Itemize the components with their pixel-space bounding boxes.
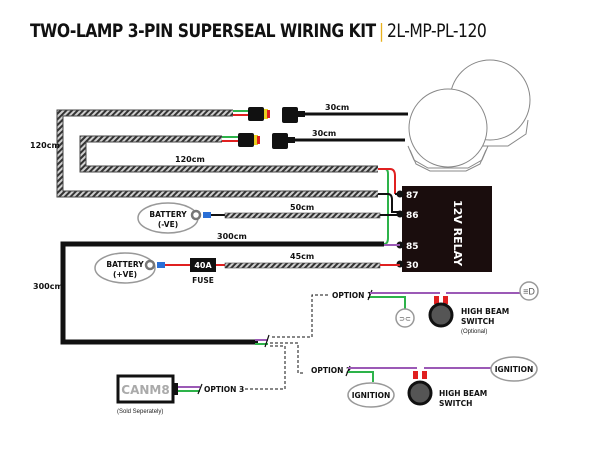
option1-dashed-path [272,294,328,338]
high-beam-switch-option2[interactable] [407,380,433,406]
svg-text:86: 86 [406,211,419,221]
red-wire [378,168,396,194]
option2-label: OPTION 2 [311,366,351,375]
title-main: TWO-LAMP 3-PIN SUPERSEAL WIRING KIT [30,20,376,42]
connector-lamp2 [222,133,295,149]
svg-text:87: 87 [406,191,419,201]
battery-pos-line2: (+VE) [113,270,137,279]
option1-label: OPTION 1 [332,291,372,300]
option2-ignition-right: IGNITION [495,365,534,374]
fuse-40a [190,258,216,272]
svg-text:30: 30 [406,261,419,271]
option2-ignition-left: IGNITION [352,391,391,400]
inner-loop-sheath [80,136,378,172]
outer-loop-sheath-border [56,109,378,198]
inner-loop-length: 120cm [175,155,205,164]
ignition-right [490,356,538,382]
option1-switch-line1: HIGH BEAM [461,307,509,316]
canm8-label: CANM8 [121,383,169,397]
svg-text:≡D: ≡D [523,287,535,297]
trigger-vertical-length: 300cm [33,282,63,291]
battery-neg-line1: BATTERY [149,210,187,219]
relay-label: 12V RELAY [451,200,464,267]
ignition-left [347,382,395,408]
connector-lamp1 [233,107,305,123]
outer-loop-sheath [57,110,378,197]
high-beam-icon [519,281,539,301]
green-wire [378,168,389,245]
power-lead-sheath [224,262,381,269]
relay-pin-87: 87 [396,190,419,201]
battery-pos-line1: BATTERY [106,260,144,269]
option2-dashed-path [270,342,305,374]
ring-terminal-icon [190,209,202,221]
low-beam-icon [395,308,415,328]
canm8-note: (Sold Seperately) [117,409,163,415]
lamp-front [407,88,489,172]
diagram-title: TWO-LAMP 3-PIN SUPERSEAL WIRING KIT|2L-M… [30,20,487,42]
option3-dashed-path [238,345,286,390]
relay-pin-85: 85 [396,241,419,252]
option1-switch-line2: SWITCH [461,317,494,326]
fuse-label: FUSE [192,276,214,285]
blue-crimp-icon [157,262,165,268]
option3-label: OPTION 3 [204,385,244,394]
blue-crimp-icon [203,212,211,218]
fuse-rating: 40A [194,261,212,270]
ring-terminal-icon [144,259,156,271]
cut-mark-icon [264,334,270,348]
option1-switch-note: (Optional) [461,329,487,335]
trigger-lead-wire [60,241,384,345]
relay-body [402,186,492,272]
high-beam-switch-option1[interactable] [428,302,454,328]
svg-text:⊃⊂: ⊃⊂ [399,316,411,323]
black-wire-ground [378,193,400,213]
outer-loop-length: 120cm [30,141,60,150]
ground-lead-sheath [224,212,381,219]
option2-switch-line2: SWITCH [439,399,472,408]
lamp2-lead-length: 30cm [312,129,336,138]
battery-positive-terminal [94,252,156,284]
inner-loop-sheath-border [79,135,378,173]
lamp1-lead-length: 30cm [325,103,349,112]
title-separator: | [378,20,384,42]
title-part-code: 2L-MP-PL-120 [386,20,487,42]
trigger-lead-length: 300cm [217,232,247,241]
ground-lead-length: 50cm [290,203,314,212]
option2-switch-line1: HIGH BEAM [439,389,487,398]
battery-neg-line2: (-VE) [158,220,178,229]
power-lead-length: 45cm [290,252,314,261]
svg-text:85: 85 [406,242,419,252]
